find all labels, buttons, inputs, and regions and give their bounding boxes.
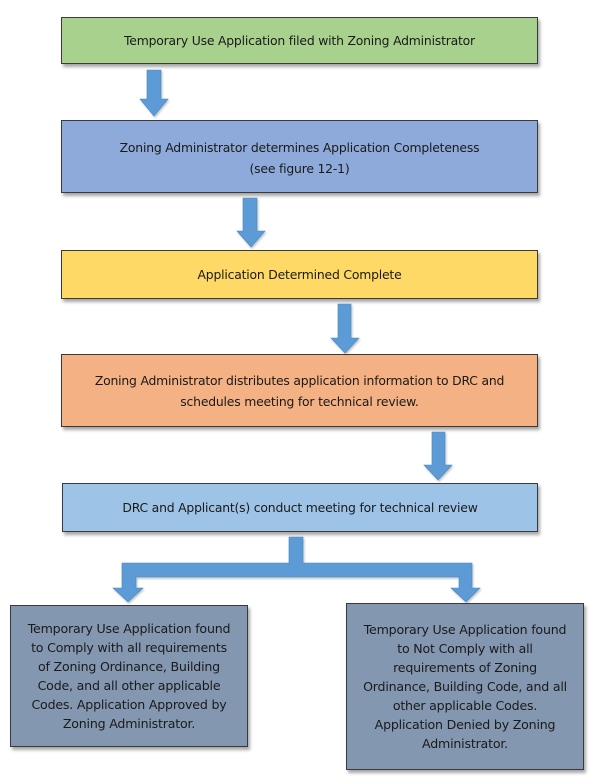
- node-application-denied: Temporary Use Application found to Not C…: [346, 603, 584, 770]
- arrow-complete-to-distribute: [330, 303, 360, 354]
- node-label: Temporary Use Application found to Not C…: [363, 622, 567, 751]
- node-label: Zoning Administrator determines Applicat…: [119, 139, 480, 176]
- node-application-complete: Application Determined Complete: [61, 250, 538, 299]
- node-label: Application Determined Complete: [197, 267, 402, 282]
- node-application-filed: Temporary Use Application filed with Zon…: [61, 17, 538, 64]
- arrow-filed-to-completeness: [139, 69, 169, 117]
- node-completeness-check: Zoning Administrator determines Applicat…: [61, 120, 538, 193]
- arrow-completeness-to-complete: [236, 197, 266, 248]
- arrow-meeting-branch: [112, 536, 481, 603]
- node-label: Zoning Administrator distributes applica…: [94, 372, 505, 409]
- node-label: Temporary Use Application filed with Zon…: [124, 33, 475, 48]
- arrow-distribute-to-meeting: [423, 431, 453, 481]
- node-application-approved: Temporary Use Application found to Compl…: [10, 605, 248, 747]
- node-distribute-to-drc: Zoning Administrator distributes applica…: [61, 354, 538, 427]
- node-technical-review-meeting: DRC and Applicant(s) conduct meeting for…: [62, 483, 538, 532]
- node-label: DRC and Applicant(s) conduct meeting for…: [122, 500, 478, 515]
- node-label: Temporary Use Application found to Compl…: [27, 621, 231, 731]
